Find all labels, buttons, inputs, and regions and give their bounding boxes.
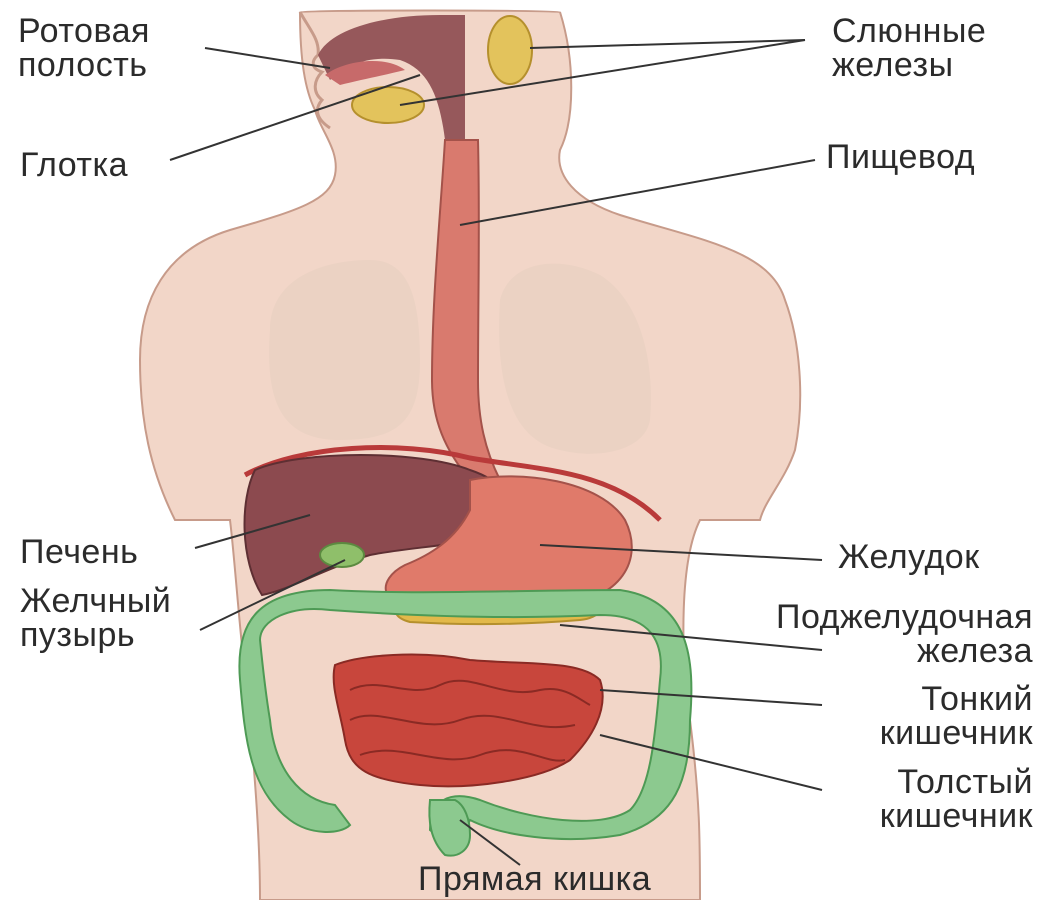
label-salivary-glands: Слюнные железы [832, 14, 986, 82]
label-esophagus: Пищевод [826, 140, 975, 174]
label-oral-cavity: Ротовая полость [18, 14, 150, 82]
label-small-intestine: Тонкий кишечник [880, 682, 1033, 750]
label-large-intestine: Толстый кишечник [880, 765, 1033, 833]
label-rectum: Прямая кишка [418, 862, 651, 896]
gallbladder-shape [320, 543, 364, 567]
label-stomach: Желудок [838, 540, 980, 574]
label-liver: Печень [20, 535, 138, 569]
label-pharynx: Глотка [20, 148, 128, 182]
label-gallbladder: Желчный пузырь [20, 584, 171, 652]
left-lung [269, 260, 420, 440]
label-pancreas: Поджелудочная железа [776, 600, 1033, 668]
